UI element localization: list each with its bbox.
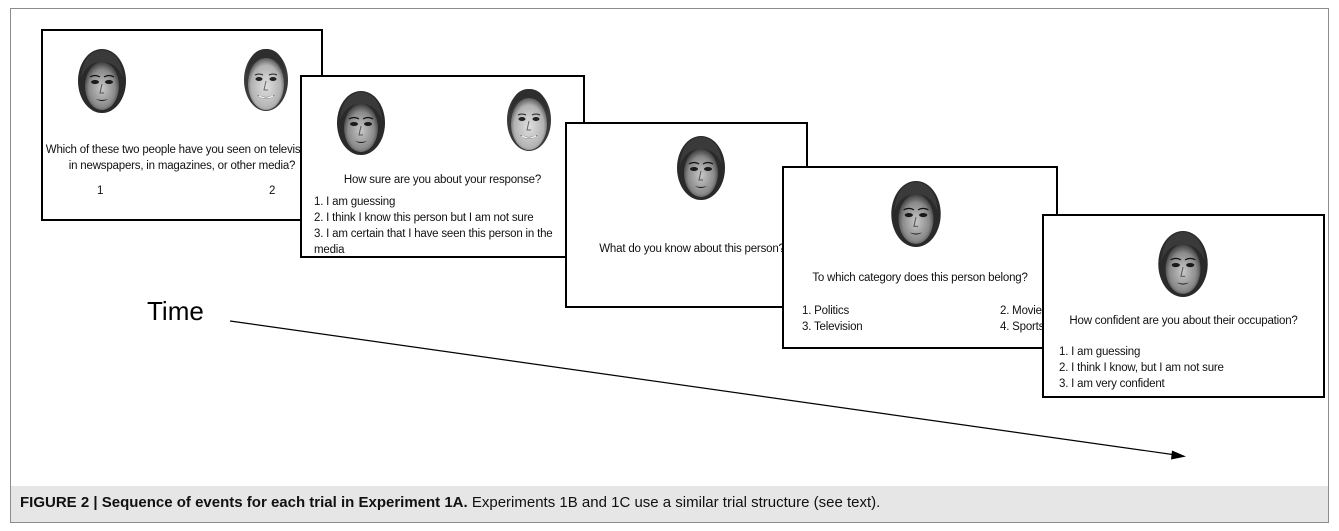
option-television: 3. Television (802, 321, 863, 333)
figure-title: Sequence of events for each trial in Exp… (101, 494, 468, 511)
question-text: What do you know about this person? (599, 243, 785, 255)
figure-caption: FIGURE 2 | Sequence of events for each t… (20, 492, 1320, 514)
caption-text: Experiments 1B and 1C use a similar tria… (467, 494, 881, 511)
trial-screen-3: What do you know about this person? (565, 122, 808, 308)
time-label: Time (147, 296, 204, 326)
caption-bar (10, 486, 1329, 523)
question-text: How sure are you about your response? (343, 174, 542, 186)
option-2: 2. I think I know, but I am not sure (1059, 362, 1224, 374)
figure-label: FIGURE 2 (20, 494, 90, 511)
question-text: To which category does this person belon… (812, 272, 1028, 284)
question-text-line1: Which of these two people have you seen … (45, 144, 319, 156)
question-text-line2: in newspapers, in magazines, or other me… (68, 160, 296, 172)
trial-screen-5: How confident are you about their occupa… (1042, 214, 1325, 398)
option-2: 2. I think I know this person but I am n… (314, 212, 534, 224)
trial-screen-2: How sure are you about your response? 1.… (300, 75, 585, 258)
question-text: How confident are you about their occupa… (1069, 315, 1298, 327)
option-sports: 4. Sports (1000, 321, 1045, 333)
option-3: 3. I am certain that I have seen this pe… (314, 228, 553, 256)
option-left: 1 (97, 185, 104, 197)
option-politics: 1. Politics (802, 305, 850, 317)
option-1: 1. I am guessing (314, 196, 396, 208)
trial-screen-1: Which of these two people have you seen … (41, 29, 323, 221)
trial-screen-4: To which category does this person belon… (782, 166, 1058, 349)
option-1: 1. I am guessing (1059, 346, 1141, 358)
caption-separator: | (93, 494, 98, 511)
option-right: 2 (269, 185, 276, 197)
option-3: 3. I am very confident (1059, 378, 1165, 390)
option-movies: 2. Movies (1000, 305, 1048, 317)
